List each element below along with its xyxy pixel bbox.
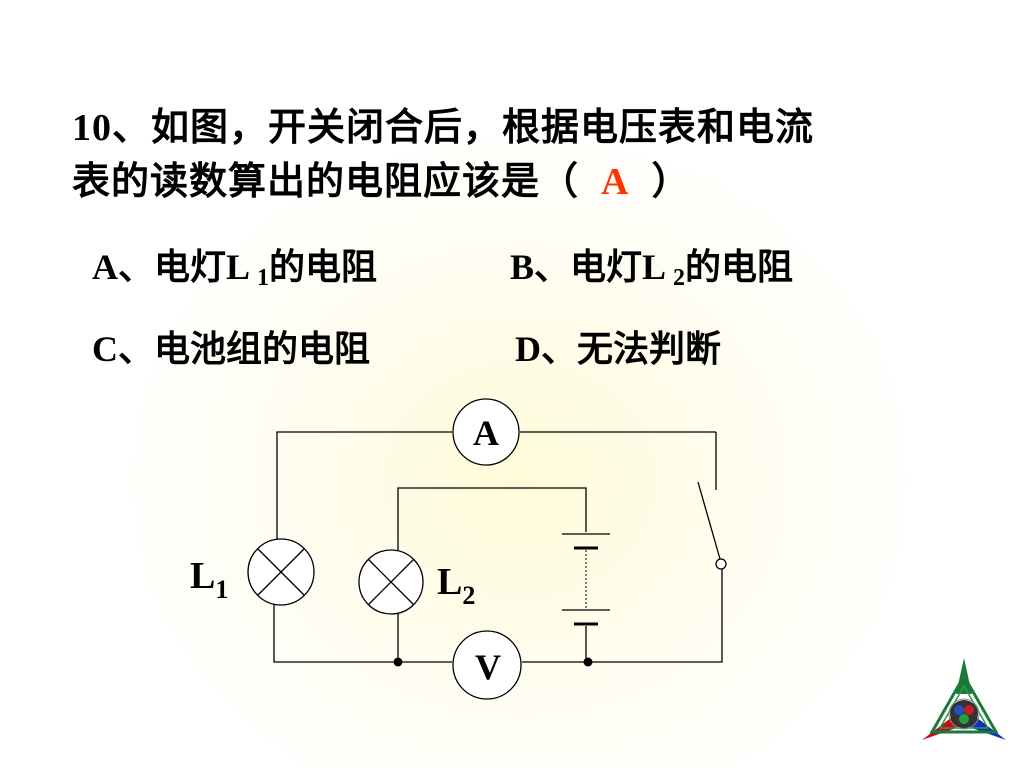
wire-bottom-left — [273, 604, 452, 663]
wire-inner-top — [397, 487, 587, 550]
voltmeter — [452, 630, 522, 700]
junction-dot-right — [583, 657, 593, 667]
voltmeter-label: V — [475, 647, 501, 687]
option-a-suffix: 的电阻 — [269, 247, 378, 287]
ammeter — [452, 398, 520, 466]
question-line-2-suffix: ） — [651, 161, 691, 203]
lamp-l1-label: L1 — [190, 555, 228, 604]
wire-right-lower — [522, 569, 723, 663]
option-a-prefix: A、电灯L — [92, 247, 258, 287]
question-line-2-prefix: 表的读数算出的电阻应该是（ — [72, 161, 580, 203]
triangle-star-logo-icon — [922, 658, 1006, 740]
lamp-l1 — [247, 538, 315, 606]
option-d[interactable]: D、无法判断 — [515, 329, 721, 369]
junction-dot-left — [393, 657, 403, 667]
ammeter-label: A — [473, 413, 499, 453]
lamp-l2 — [358, 549, 424, 615]
option-b-subscript: 2 — [673, 265, 686, 291]
option-c[interactable]: C、电池组的电阻 — [92, 329, 370, 369]
switch-blade — [697, 481, 721, 560]
switch-contact — [715, 558, 727, 570]
question-line-1: 10、如图，开关闭合后，根据电压表和电流 — [72, 107, 815, 149]
wire-top — [276, 431, 452, 540]
answer-text: A — [601, 161, 630, 203]
option-a[interactable]: A、电灯L 1的电阻 — [92, 238, 377, 292]
question-line-2: 表的读数算出的电阻应该是（ A ） — [72, 150, 690, 205]
option-b-suffix: 的电阻 — [685, 247, 794, 287]
option-b-prefix: B、电灯L — [510, 247, 674, 287]
lamp-l2-label: L2 — [437, 561, 475, 610]
option-b[interactable]: B、电灯L 2的电阻 — [510, 238, 793, 292]
option-a-subscript: 1 — [257, 265, 270, 291]
